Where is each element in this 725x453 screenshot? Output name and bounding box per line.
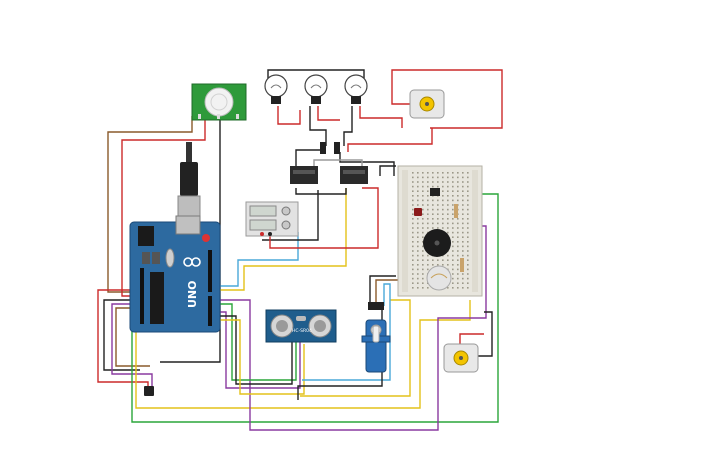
wire-black-bulb2 <box>309 106 327 146</box>
relay-1[interactable] <box>290 166 318 184</box>
pir-pin <box>198 114 201 119</box>
ultrasonic-label: HC-SR04 <box>292 328 312 334</box>
wire-black-bulbs <box>267 69 365 82</box>
resistor <box>460 258 464 272</box>
usb-plug <box>180 162 198 196</box>
light-bulb-3[interactable] <box>344 74 368 104</box>
crystal-oscillator <box>296 316 306 321</box>
pir-pin <box>236 114 239 119</box>
diode <box>334 142 340 154</box>
reset-button[interactable] <box>202 234 210 242</box>
breadboard-holes <box>412 172 469 289</box>
wire-purple-ultra <box>214 311 301 389</box>
temperature-sensor[interactable] <box>144 386 154 396</box>
atmega-chip <box>150 272 164 324</box>
led[interactable] <box>414 208 422 216</box>
wire-yellow-servo <box>300 299 411 397</box>
light-bulb-icon <box>304 74 328 104</box>
wire-black-relays <box>295 188 347 195</box>
wire-red-loop <box>97 289 149 390</box>
wire-green-ultra <box>214 303 297 381</box>
wire-black-ultra <box>214 315 293 385</box>
temperature-sensor-icon <box>144 386 154 396</box>
wire-purple-bottom <box>214 225 487 431</box>
pir-sensor[interactable] <box>191 83 247 121</box>
wire-blue-power <box>214 232 299 287</box>
wire-red-pir <box>121 118 206 297</box>
wire-black-loop <box>103 299 140 371</box>
power-rail-left <box>402 170 408 292</box>
fresnel-dome-icon <box>204 87 234 117</box>
photoresistor-icon <box>426 265 452 291</box>
usb-port <box>175 215 201 235</box>
light-bulb-icon <box>344 74 368 104</box>
wire-purple-loop <box>111 303 153 386</box>
dc-motor-1[interactable] <box>409 89 445 119</box>
dc-motor-icon <box>409 89 445 119</box>
arduino-uno-board[interactable]: UNO <box>129 142 221 333</box>
crystal <box>165 248 175 268</box>
wire-black-servo <box>369 275 396 302</box>
arduino-infinity-icon <box>183 257 201 267</box>
wire-red-bulb3 <box>359 106 403 128</box>
wire-red-ps <box>269 187 379 249</box>
ps-terminal-red[interactable] <box>260 232 264 236</box>
relay-icon <box>340 166 368 184</box>
relay-2[interactable] <box>340 166 368 184</box>
transducer-right <box>308 314 332 338</box>
dc-motor-2[interactable] <box>443 343 479 373</box>
power-jack <box>138 226 154 246</box>
capacitor <box>152 252 160 264</box>
piezo-buzzer[interactable] <box>423 229 451 257</box>
power-supply[interactable] <box>245 201 299 237</box>
capacitor <box>142 252 150 264</box>
wire-yellow-relay <box>214 188 347 291</box>
servo-motor-icon <box>361 302 391 373</box>
light-bulb-icon <box>264 74 288 104</box>
resistor <box>454 204 458 218</box>
wire-red-bulb1 <box>277 106 301 125</box>
transducer-left <box>270 314 294 338</box>
photoresistor[interactable] <box>426 265 452 291</box>
light-bulb-2[interactable] <box>304 74 328 104</box>
breadboard[interactable] <box>397 165 483 297</box>
transistor <box>430 188 440 196</box>
wire-blue-servo <box>302 283 391 381</box>
servo-motor[interactable] <box>361 302 391 373</box>
wire-black-motor2 <box>476 311 493 357</box>
header-right-bottom <box>208 296 212 326</box>
power-supply-icon <box>245 201 299 237</box>
wire-black-pir <box>160 118 221 363</box>
wire-brown-servo <box>375 279 398 304</box>
diode <box>320 142 326 154</box>
wire-red-relay <box>347 128 433 152</box>
arduino-model-label: UNO <box>186 281 199 309</box>
wire-brown-pir <box>107 116 193 293</box>
wire-red-bulb2 <box>317 106 340 121</box>
header-left <box>140 268 144 324</box>
wire-red-motor1 <box>391 69 503 129</box>
usb-connector <box>177 195 201 219</box>
wire-black-ps <box>262 190 319 241</box>
wire-black-bb <box>379 165 396 176</box>
wire-brown-loop <box>115 307 150 367</box>
dc-motor-icon <box>443 343 479 373</box>
wire-black-relay <box>295 149 322 172</box>
ultrasonic-sensor[interactable]: HC-SR04 <box>265 309 337 343</box>
relay-icon <box>290 166 318 184</box>
wire-yellow-ultra <box>214 319 305 395</box>
wire-black-relay2 <box>339 152 395 176</box>
light-bulb-1[interactable] <box>264 74 288 104</box>
power-rail-right <box>472 170 478 292</box>
pir-pin <box>217 114 220 119</box>
usb-cable <box>186 142 192 164</box>
wire-black-bulb3 <box>343 106 353 146</box>
piezo-buzzer-icon <box>423 229 451 257</box>
ps-terminal-black[interactable] <box>268 232 272 236</box>
header-right-top <box>208 250 212 292</box>
